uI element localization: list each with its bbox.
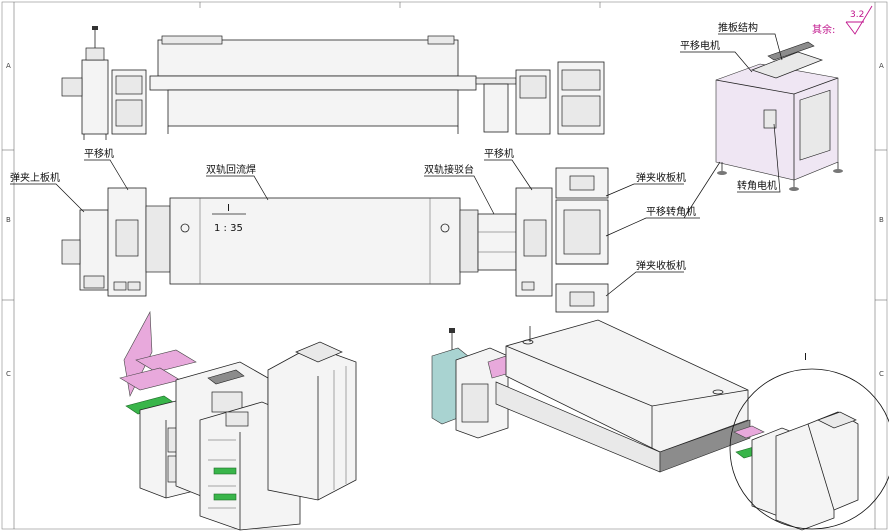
lead-clip-loader [10,183,85,213]
lead-translator-left [84,159,129,191]
margin-ref-left-a: A [6,62,11,70]
label-translator-right: 平移机 [484,147,514,160]
lead-rotation-motor [737,123,781,193]
lead-translator-right [484,159,533,191]
lead-dual-dock [424,175,495,215]
margin-ref-right-c: C [879,370,884,378]
finish-value: 3.2 [850,10,864,20]
corner-unit-isometric [715,41,843,191]
lead-clip-unloader-bottom [605,271,684,297]
front-elevation-view [61,26,605,140]
label-clip-unloader-top: 弹夹收板机 [636,171,686,184]
label-dual-dock: 双轨接驳台 [424,163,474,176]
lead-clip-unloader-top [605,183,684,197]
isometric-detail-left [119,310,357,531]
surface-finish-symbol: 其余: 3.2 [812,5,873,36]
label-pusher-mechanism: 推板结构 [718,21,758,34]
plan-view: I 1 : 35 [61,167,609,313]
label-clip-unloader-bottom: 弹夹收板机 [636,259,686,272]
scale-label: I [227,203,230,214]
label-translation-motor: 平移电机 [680,39,720,52]
lead-dual-reflow [206,175,269,201]
isometric-line-right [431,319,859,531]
label-translate-corner: 平移转角机 [646,205,696,218]
margin-ref-left-b: B [6,216,11,224]
label-clip-loader: 弹夹上板机 [10,171,60,184]
scale-value: 1 : 35 [214,223,243,234]
lead-corner-to-iso [683,161,721,219]
margin-ref-right-a: A [879,62,884,70]
margin-ref-right-b: B [879,216,884,224]
label-translator-left: 平移机 [84,147,114,160]
label-dual-reflow: 双轨回流焊 [206,163,256,176]
lead-translate-corner [605,217,700,237]
margin-ref-left-c: C [6,370,11,378]
detail-marker: I [804,352,807,363]
detail-circle-i: I [729,352,889,530]
lead-pusher [718,33,783,61]
finish-prefix: 其余: [812,23,835,36]
label-rotation-motor: 转角电机 [737,179,777,192]
lead-translation-motor [680,51,753,73]
